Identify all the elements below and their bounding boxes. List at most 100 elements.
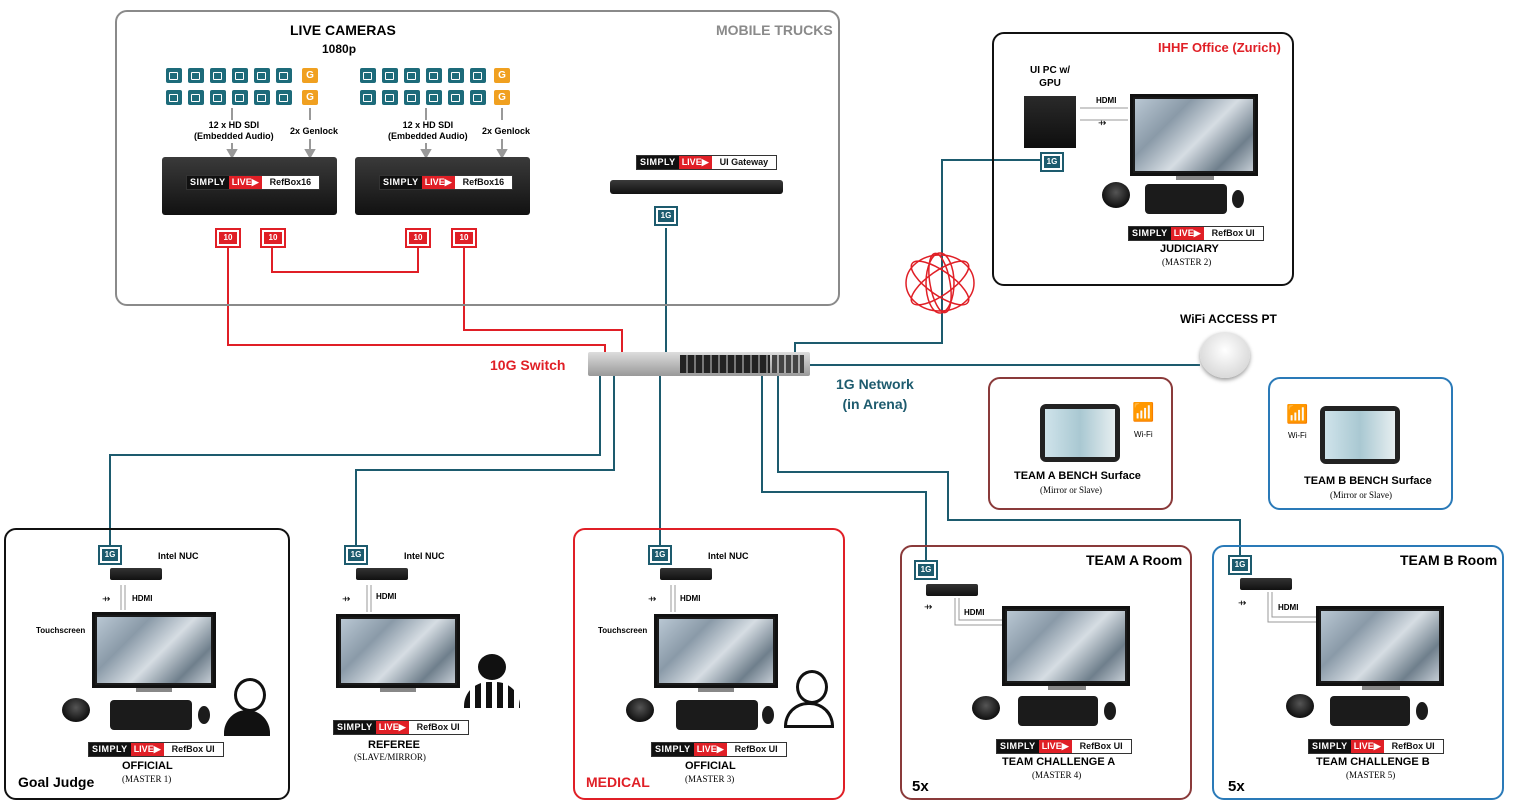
- official-sub: (MASTER 3): [685, 774, 735, 784]
- port-10g: 10: [260, 228, 286, 248]
- keyboard-icon: [1145, 184, 1227, 214]
- wifi-icon: 📶: [1132, 402, 1155, 422]
- team-a-room-box: [900, 545, 1192, 800]
- camera-icon: [276, 90, 292, 105]
- wifi-label: Wi-Fi: [1134, 430, 1153, 439]
- touchscreen-label: Touchscreen: [36, 626, 86, 635]
- live-cameras-title: LIVE CAMERAS: [290, 22, 396, 38]
- wifi-label: Wi-Fi: [1288, 431, 1307, 440]
- usb-icon: ⇸: [1098, 118, 1107, 129]
- referee-icon: [460, 652, 524, 708]
- hdmi-label: HDMI: [1278, 603, 1299, 612]
- jog-controller-icon: [1286, 694, 1314, 718]
- usb-icon: ⇸: [924, 602, 933, 613]
- intel-nuc-icon: [1240, 578, 1292, 590]
- camera-icon: [232, 68, 248, 83]
- judiciary-sub: (MASTER 2): [1162, 257, 1212, 267]
- camera-icon: [232, 90, 248, 105]
- port-1g: 1G: [344, 545, 368, 565]
- intel-nuc-icon: [926, 584, 978, 596]
- team-a-bench-sub: (Mirror or Slave): [1040, 485, 1102, 495]
- camera-icon: [426, 68, 442, 83]
- team-a-bench-title: TEAM A BENCH Surface: [1014, 470, 1141, 482]
- hdmi-label: HDMI: [376, 592, 397, 601]
- genlock-label-2: 2x Genlock: [482, 126, 531, 136]
- port-1g: 1G: [648, 545, 672, 565]
- intel-nuc-icon: [660, 568, 712, 580]
- hdmi-label: HDMI: [964, 608, 985, 617]
- monitor-stand: [1362, 686, 1400, 690]
- monitor-stand: [1048, 686, 1086, 690]
- team-challenge-b-sub: (MASTER 5): [1346, 770, 1396, 780]
- hdmi-label: HDMI: [132, 594, 153, 603]
- link-team-b: [777, 375, 1241, 560]
- referee-sub: (SLAVE/MIRROR): [354, 752, 426, 762]
- camera-icon: [470, 68, 486, 83]
- monitor-stand: [380, 688, 416, 692]
- keyboard-icon: [110, 700, 192, 730]
- camera-icon: [360, 68, 376, 83]
- jog-controller-icon: [626, 698, 654, 722]
- mouse-icon: [198, 706, 210, 724]
- camera-icon: [166, 68, 182, 83]
- camera-icon: [382, 90, 398, 105]
- team-a-count: 5x: [912, 778, 929, 795]
- mouse-icon: [1104, 702, 1116, 720]
- camera-icon: [276, 68, 292, 83]
- link-refbox-bridge: [271, 248, 419, 273]
- nuc-label: Intel NUC: [404, 551, 445, 561]
- camera-icon: [448, 68, 464, 83]
- team-b-bench-sub: (Mirror or Slave): [1330, 490, 1392, 500]
- genlock-icon: G: [494, 68, 510, 83]
- link-refbox2-switch: [463, 248, 623, 355]
- camera-icon: [382, 68, 398, 83]
- goal-judge-title: Goal Judge: [18, 774, 95, 790]
- camera-icon: [210, 90, 226, 105]
- usb-icon: ⇸: [648, 594, 657, 605]
- tablet-icon: [1040, 404, 1120, 462]
- hdmi-label: HDMI: [680, 594, 701, 603]
- link-switch-ihhf: [794, 159, 1048, 358]
- wifi-ap-label: WiFi ACCESS PT: [1180, 312, 1277, 326]
- hdmi-label: HDMI: [1096, 96, 1117, 105]
- genlock-icon: G: [302, 90, 318, 105]
- camera-icon: [210, 68, 226, 83]
- camera-icon: [404, 90, 420, 105]
- nuc-label: Intel NUC: [158, 551, 199, 561]
- ihhf-title: IHHF Office (Zurich): [1158, 40, 1281, 55]
- team-b-room-title: TEAM B Room: [1400, 552, 1498, 568]
- sdi-label-2: 12 x HD SDI(Embedded Audio): [388, 120, 468, 141]
- ui-pc-label: UI PC w/GPU: [1030, 65, 1071, 89]
- genlock-icon: G: [494, 90, 510, 105]
- team-challenge-b-role: TEAM CHALLENGE B: [1316, 756, 1430, 768]
- usb-icon: ⇸: [342, 594, 351, 605]
- camera-icon: [254, 90, 270, 105]
- referee-role: REFEREE: [368, 739, 420, 751]
- team-challenge-a-role: TEAM CHALLENGE A: [1002, 756, 1116, 768]
- headset-person-icon: [222, 676, 272, 736]
- team-a-room-title: TEAM A Room: [1086, 552, 1183, 568]
- doctor-icon: [782, 668, 838, 728]
- ui-gateway-server: [610, 180, 783, 194]
- keyboard-icon: [676, 700, 758, 730]
- official-sub: (MASTER 1): [122, 774, 172, 784]
- official-role: OFFICIAL: [122, 760, 173, 772]
- camera-icon: [448, 90, 464, 105]
- wifi-icon: 📶: [1286, 404, 1309, 424]
- official-role: OFFICIAL: [685, 760, 736, 772]
- camera-icon: [166, 90, 182, 105]
- network-switch: [588, 352, 810, 376]
- monitor-icon: [1002, 606, 1130, 686]
- keyboard-icon: [1330, 696, 1410, 726]
- judiciary-role: JUDICIARY: [1160, 243, 1219, 255]
- monitor-stand: [136, 688, 172, 692]
- team-b-bench-box: [1268, 377, 1453, 510]
- link-refbox1-switch: [227, 248, 606, 355]
- mobile-trucks-title: MOBILE TRUCKS: [716, 22, 833, 38]
